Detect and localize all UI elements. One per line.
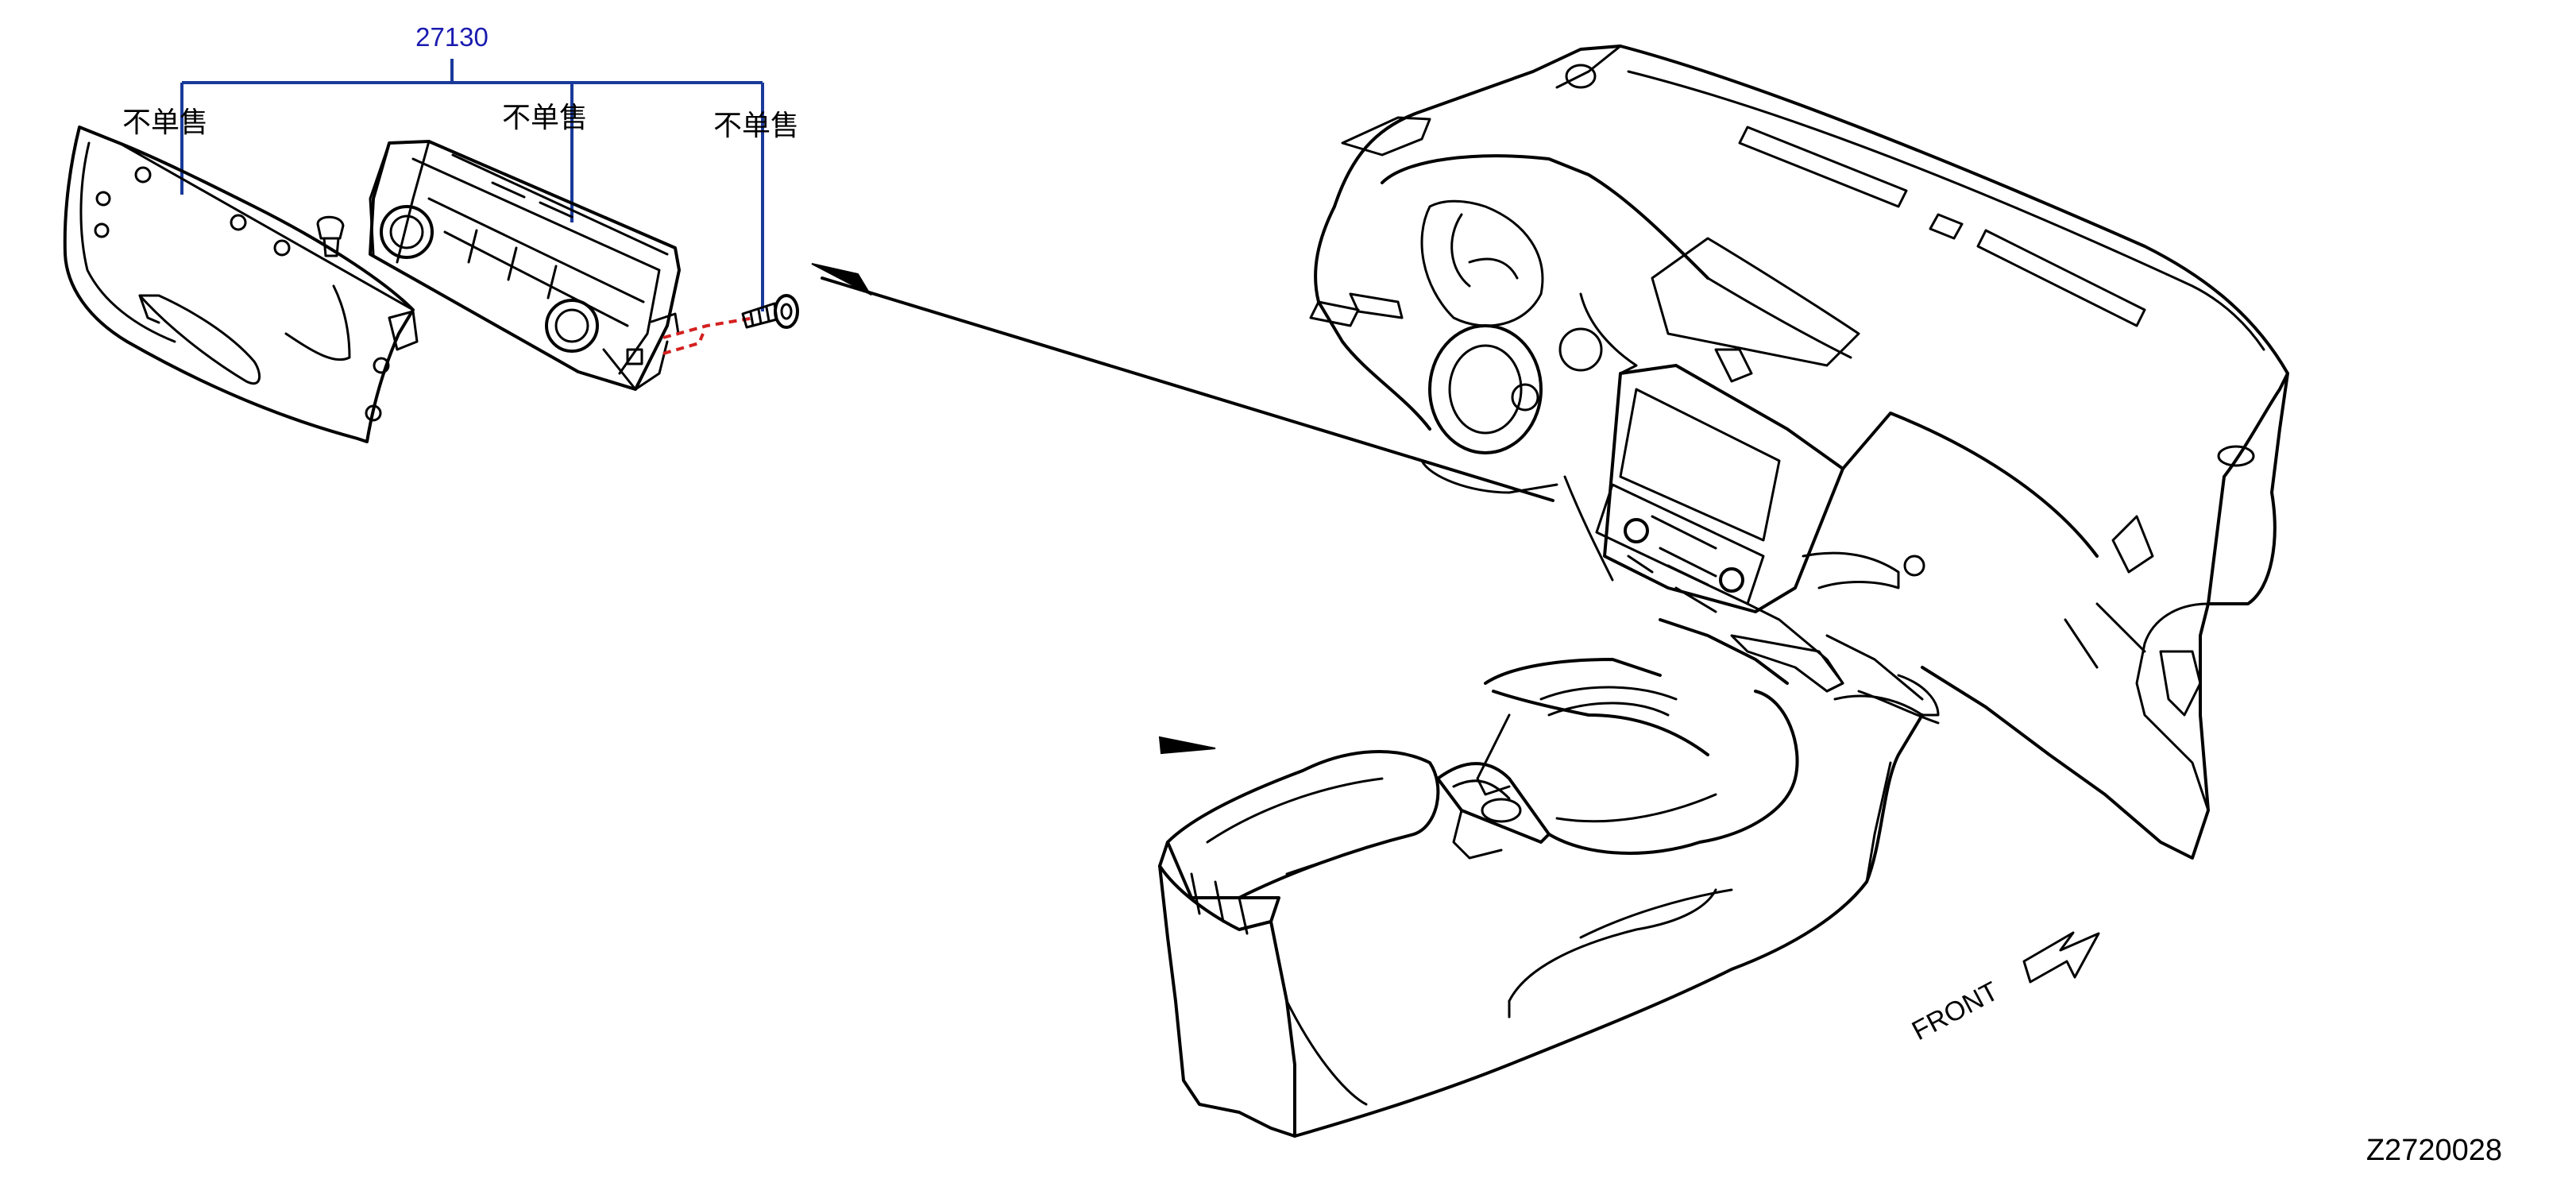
instrument-panel bbox=[1309, 44, 2289, 860]
not-sold-separately-center: 不单售 bbox=[502, 102, 588, 134]
part-number-label: 27130 bbox=[415, 22, 489, 52]
leader-arrow-icon bbox=[811, 263, 1554, 502]
dashed-guide bbox=[662, 316, 755, 355]
screw bbox=[741, 294, 799, 329]
ac-control-unit bbox=[369, 140, 681, 391]
callout-bracket bbox=[180, 59, 764, 311]
front-indicator: FRONT bbox=[1907, 931, 2100, 1047]
clip bbox=[316, 215, 345, 257]
not-sold-separately-left: 不单售 bbox=[122, 106, 208, 139]
not-sold-separately-right: 不单售 bbox=[713, 110, 799, 142]
finisher-panel bbox=[63, 126, 419, 443]
console-pointer-icon bbox=[1158, 736, 1216, 755]
center-console bbox=[1158, 618, 1924, 1138]
front-arrow-icon bbox=[2022, 931, 2100, 984]
figure-code: Z2720028 bbox=[2366, 1134, 2502, 1167]
front-label: FRONT bbox=[1907, 976, 2003, 1047]
